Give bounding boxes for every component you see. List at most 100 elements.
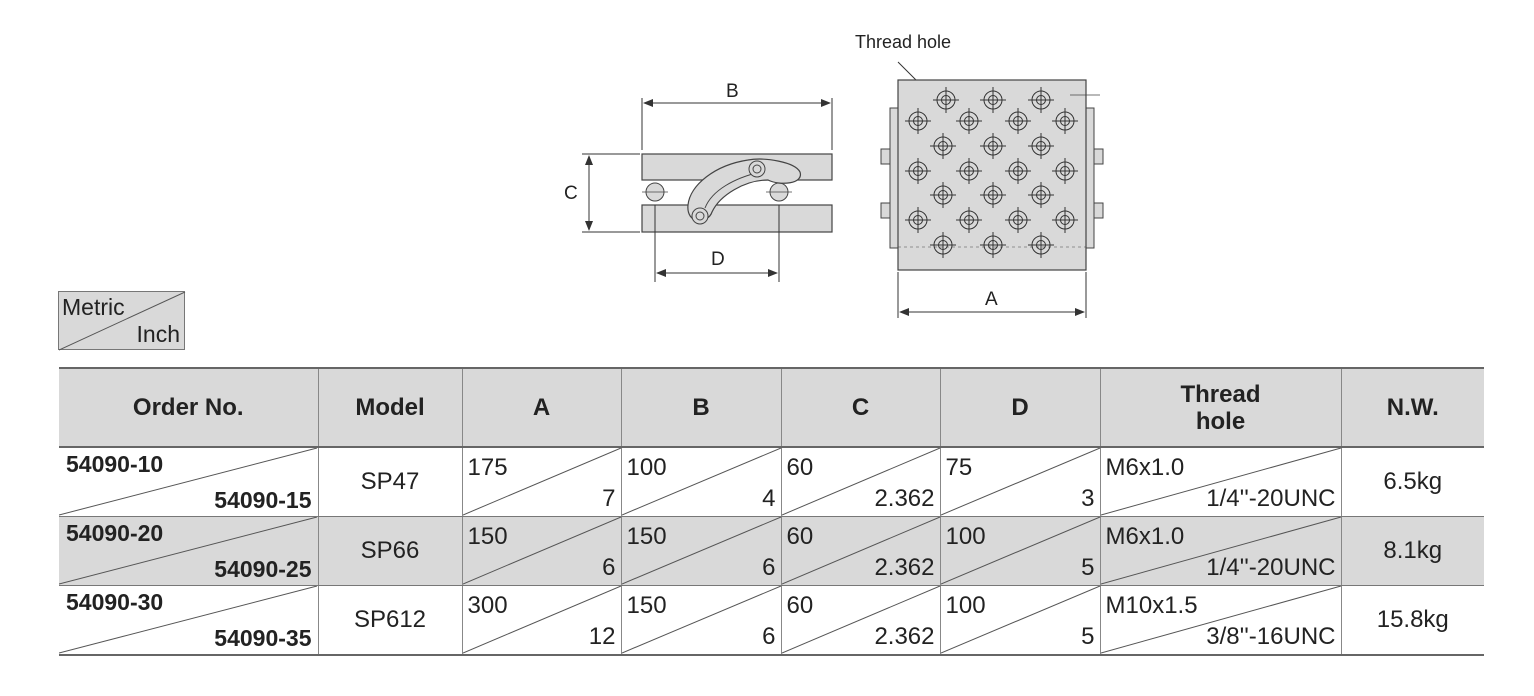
cell-order-no: 54090-30 54090-35 (59, 585, 319, 656)
cell-c-metric: 60 (786, 592, 814, 619)
cell-nw: 6.5kg (1340, 447, 1484, 517)
header-d: D (939, 367, 1101, 448)
cell-d: 75 3 (939, 447, 1101, 517)
cell-a-inch: 6 (602, 554, 616, 581)
header-b: B (620, 367, 782, 448)
unit-legend: Metric Inch (58, 291, 186, 351)
header-thread-line1: Thread (1180, 380, 1261, 408)
thread-hole-mark (930, 133, 956, 159)
cell-thread-hole: M6x1.0 1/4''-20UNC (1099, 447, 1342, 517)
thread-hole-mark (956, 108, 982, 134)
dim-c-label: C (564, 183, 578, 204)
header-model: Model (317, 367, 463, 448)
thread-hole-mark (1052, 158, 1078, 184)
thread-hole-mark (980, 87, 1006, 113)
thread-hole-mark (930, 182, 956, 208)
dim-a-label: A (985, 289, 998, 310)
cell-order-no-metric: 54090-20 (66, 520, 164, 546)
thread-hole-mark (933, 87, 959, 113)
header-nw: N.W. (1340, 367, 1484, 448)
dim-d-label: D (711, 249, 725, 270)
cell-d-metric: 100 (945, 523, 986, 550)
cell-b: 100 4 (620, 447, 782, 517)
cell-d-metric: 75 (945, 454, 973, 481)
cell-b-inch: 6 (762, 554, 776, 581)
cell-a-metric: 150 (467, 523, 508, 550)
cell-order-no-inch: 54090-35 (214, 625, 312, 651)
thread-hole-mark (980, 182, 1006, 208)
cell-a-inch: 12 (588, 623, 616, 650)
cell-b-metric: 150 (626, 523, 667, 550)
cell-b-inch: 4 (762, 485, 776, 512)
cell-d: 100 5 (939, 585, 1101, 656)
side-view-drawing (582, 98, 833, 282)
cell-thread-hole-metric: M6x1.0 (1105, 523, 1185, 550)
cell-model: SP47 (317, 447, 463, 517)
cell-order-no-metric: 54090-10 (66, 451, 164, 477)
thread-hole-mark (980, 232, 1006, 258)
thread-hole-mark (1028, 133, 1054, 159)
thread-hole-mark (1052, 207, 1078, 233)
cell-thread-hole-inch: 1/4''-20UNC (1206, 485, 1336, 512)
cell-a-metric: 175 (467, 454, 508, 481)
thread-hole-mark (1005, 158, 1031, 184)
header-c: C (780, 367, 941, 448)
cell-nw: 8.1kg (1340, 516, 1484, 586)
thread-hole-mark (930, 232, 956, 258)
thread-hole-mark (1005, 207, 1031, 233)
cell-order-no-inch: 54090-25 (214, 556, 312, 582)
legend-metric: Metric (62, 294, 125, 320)
cell-thread-hole: M6x1.0 1/4''-20UNC (1099, 516, 1342, 586)
thread-hole-mark (980, 133, 1006, 159)
cell-a: 300 12 (461, 585, 622, 656)
cell-thread-hole-metric: M6x1.0 (1105, 454, 1185, 481)
cell-a-inch: 7 (602, 485, 616, 512)
cell-c-metric: 60 (786, 454, 814, 481)
thread-hole-mark (956, 207, 982, 233)
thread-hole-mark (1005, 108, 1031, 134)
cell-d-metric: 100 (945, 592, 986, 619)
cell-d-inch: 5 (1081, 623, 1095, 650)
header-a: A (461, 367, 622, 448)
cell-model: SP66 (317, 516, 463, 586)
legend-inch: Inch (136, 321, 180, 347)
cell-a-metric: 300 (467, 592, 508, 619)
thread-hole-mark (905, 108, 931, 134)
dim-b-label: B (726, 81, 739, 102)
top-view-drawing (880, 61, 1104, 318)
cell-thread-hole-inch: 1/4''-20UNC (1206, 554, 1336, 581)
cell-order-no-metric: 54090-30 (66, 589, 164, 615)
thread-hole-mark (1052, 108, 1078, 134)
thread-hole-mark (1028, 232, 1054, 258)
cell-order-no: 54090-20 54090-25 (59, 516, 319, 586)
cell-c-metric: 60 (786, 523, 814, 550)
cell-model: SP612 (317, 585, 463, 656)
cell-nw: 15.8kg (1340, 585, 1484, 656)
cell-d-inch: 5 (1081, 554, 1095, 581)
cell-thread-hole-inch: 3/8''-16UNC (1206, 623, 1336, 650)
header-order-no: Order No. (59, 367, 319, 448)
header-thread-line2: hole (1195, 407, 1246, 435)
cell-b-metric: 100 (626, 454, 667, 481)
cell-b-metric: 150 (626, 592, 667, 619)
cell-c-inch: 2.362 (874, 485, 935, 512)
cell-d-inch: 3 (1081, 485, 1095, 512)
thread-hole-mark (905, 207, 931, 233)
thread-hole-label: Thread hole (855, 32, 952, 52)
thread-hole-mark (1028, 182, 1054, 208)
cell-d: 100 5 (939, 516, 1101, 586)
